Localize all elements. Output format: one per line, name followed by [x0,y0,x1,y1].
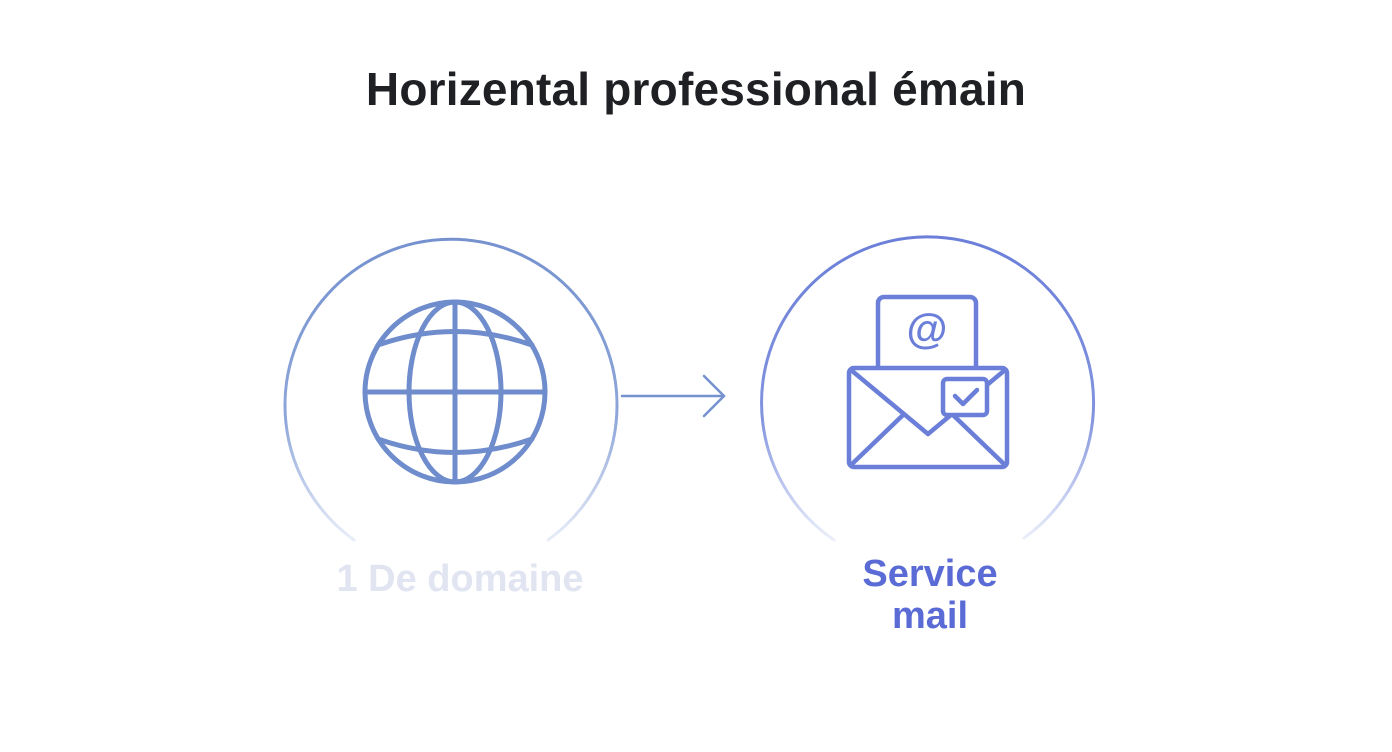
service-node-label: Service mail [790,553,1070,637]
page-title: Horizental professional émain [365,63,1027,115]
service-label-line-2: mail [891,595,969,637]
domain-node-label: 1 De domaine [336,558,584,600]
at-sign-symbol: @ [907,305,948,352]
service-label-line-1: Service [862,553,998,595]
arrow-right-icon [620,374,726,418]
domain-node-ring [283,237,619,542]
email-envelope-icon [846,294,1010,470]
globe-icon [362,299,548,485]
service-node-ring [760,235,1096,542]
